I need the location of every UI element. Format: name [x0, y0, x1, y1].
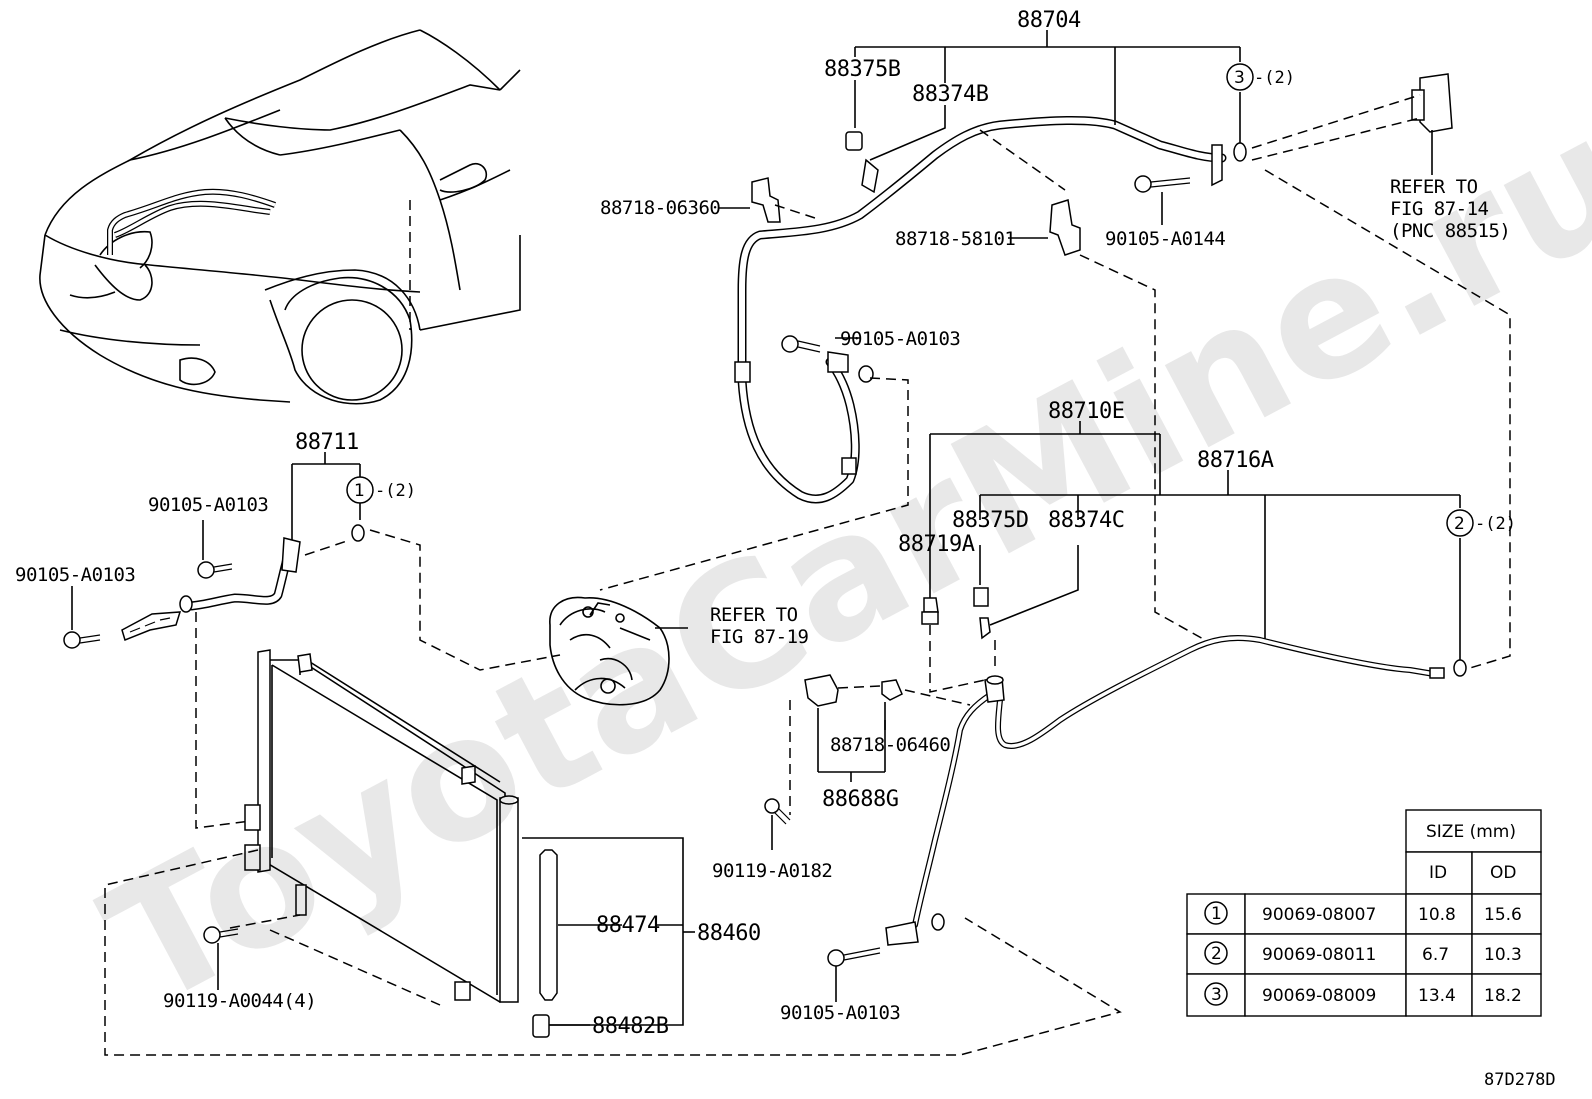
label-88374C: 88374C: [1048, 508, 1124, 533]
table-row-num: 1: [1211, 904, 1222, 924]
label-90105-A0144: 90105-A0144: [1105, 228, 1225, 250]
label-88711: 88711: [295, 430, 359, 455]
table-row: 1 90069-08007 10.8 15.6: [1204, 901, 1522, 925]
label-90105-A0103-b: 90105-A0103: [15, 564, 135, 586]
label-88474: 88474: [596, 913, 660, 938]
refer-label-b: FIG 87-14: [1390, 198, 1489, 220]
label-88716A: 88716A: [1197, 448, 1274, 473]
refer-label-a: REFER TO: [1390, 176, 1478, 198]
label-90119-A0044: 90119-A0044(4): [163, 990, 316, 1012]
compressor-reference: [549, 596, 688, 706]
label-88718-06460: 88718-06460: [830, 734, 950, 756]
label-1-qty: -(2): [375, 481, 416, 501]
label-88704: 88704: [1017, 8, 1081, 33]
label-90119-A0182: 90119-A0182: [712, 860, 832, 882]
label-90105-A0103-bottom: 90105-A0103: [780, 1002, 900, 1024]
table-header-id: ID: [1429, 863, 1447, 883]
table-row-id: 13.4: [1418, 986, 1456, 1006]
table-row-num: 2: [1211, 944, 1222, 964]
hose-88711-group: [63, 452, 561, 829]
label-88460: 88460: [697, 921, 761, 946]
refer-label-c: (PNC 88515): [1390, 220, 1510, 242]
table-header-od: OD: [1490, 863, 1516, 883]
o-ring-size-table: SIZE (mm) ID OD 1 90069-08007 10.8 15.6 …: [1186, 809, 1542, 1017]
table-row-id: 6.7: [1422, 945, 1449, 965]
table-row-id: 10.8: [1418, 905, 1456, 925]
label-88719A: 88719A: [898, 532, 975, 557]
callout-1: 1: [354, 481, 365, 501]
label-88374B: 88374B: [912, 82, 989, 107]
label-88718-06360: 88718-06360: [600, 197, 720, 219]
table-row-od: 10.3: [1484, 945, 1522, 965]
callout-2: 2: [1454, 514, 1465, 534]
label-88375B: 88375B: [824, 57, 901, 82]
label-90105-A0103-a: 90105-A0103: [148, 494, 268, 516]
diagram-code: 87D278D: [1484, 1070, 1556, 1090]
table-row-od: 18.2: [1484, 986, 1522, 1006]
refer-label-e: FIG 87-19: [710, 626, 809, 648]
condenser-88460: [104, 649, 1122, 1056]
label-88688G: 88688G: [822, 787, 898, 812]
label-88710E: 88710E: [1048, 399, 1124, 424]
label-88718-58101: 88718-58101: [895, 228, 1015, 250]
part-labels: 88704 88375B 88374B 3 -(2) REFER TO FIG …: [15, 8, 1556, 1090]
table-row-part: 90069-08009: [1262, 986, 1376, 1006]
table-row-part: 90069-08007: [1262, 905, 1376, 925]
table-row: 3 90069-08009 13.4 18.2: [1204, 982, 1522, 1006]
label-88482B: 88482B: [592, 1014, 669, 1039]
label-2-qty: -(2): [1475, 514, 1516, 534]
label-88375D: 88375D: [952, 508, 1028, 533]
table-row-od: 15.6: [1484, 905, 1522, 925]
clamp-88688G: [764, 674, 971, 850]
table-row: 2 90069-08011 6.7 10.3: [1204, 941, 1522, 965]
label-3-qty: -(2): [1254, 68, 1295, 88]
label-90105-A0103-upper: 90105-A0103: [840, 328, 960, 350]
refer-label-d: REFER TO: [710, 604, 798, 626]
vehicle-illustration: [39, 29, 521, 405]
table-header-size: SIZE (mm): [1426, 822, 1516, 842]
callout-3: 3: [1234, 68, 1245, 88]
line-88704-group: [599, 30, 1511, 669]
table-row-num: 3: [1211, 985, 1222, 1005]
line-88710E-group: [827, 421, 1467, 1002]
table-row-part: 90069-08011: [1262, 945, 1376, 965]
